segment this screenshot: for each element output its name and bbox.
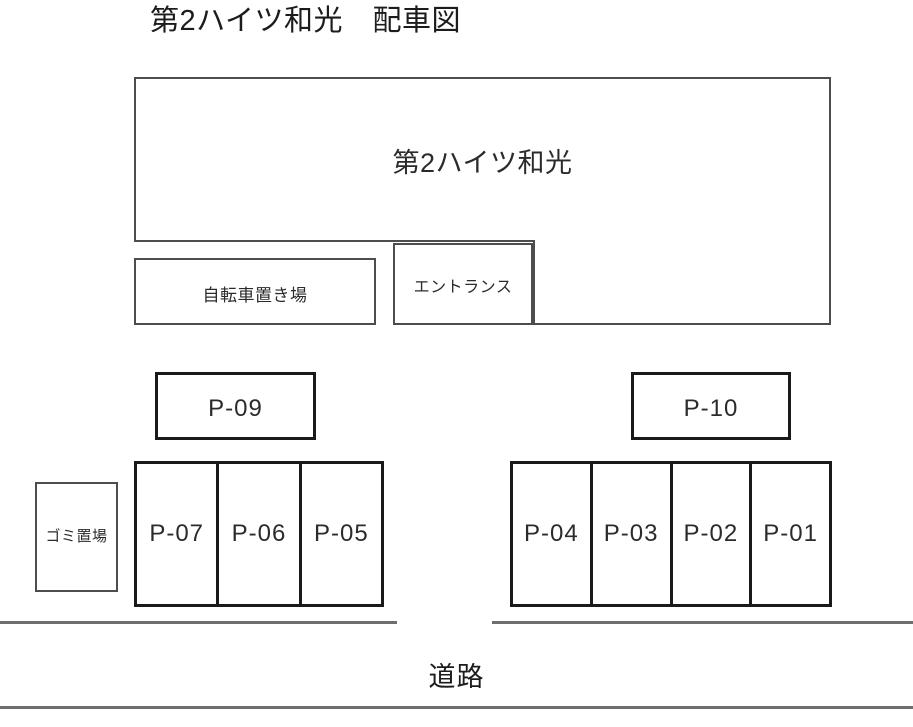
parking-stall-label: P-05 bbox=[313, 520, 369, 547]
building-outline-lower bbox=[533, 240, 831, 325]
parking-stall-p10[interactable]: P-10 bbox=[631, 372, 791, 440]
bicycle-parking-label: 自転車置き場 bbox=[202, 286, 308, 305]
road-edge-line-bottom bbox=[0, 706, 913, 709]
parking-stall-p06[interactable]: P-06 bbox=[219, 464, 302, 604]
trash-area-label: ゴミ置場 bbox=[45, 528, 108, 545]
parking-stall-label: P-01 bbox=[763, 520, 818, 547]
page-title: 第2ハイツ和光 配車図 bbox=[150, 5, 462, 37]
parking-stall-label: P-09 bbox=[208, 395, 263, 422]
bicycle-parking-area: 自転車置き場 bbox=[134, 258, 376, 325]
road-edge-line-left bbox=[0, 621, 397, 624]
parking-stall-label: P-04 bbox=[524, 520, 579, 547]
parking-stall-p07[interactable]: P-07 bbox=[137, 464, 220, 604]
parking-stall-p09[interactable]: P-09 bbox=[155, 372, 316, 440]
trash-area: ゴミ置場 bbox=[35, 482, 118, 592]
parking-stall-row-right: P-04 P-03 P-02 P-01 bbox=[510, 461, 832, 607]
road-edge-line-right bbox=[492, 621, 913, 624]
parking-stall-label: P-10 bbox=[683, 395, 739, 422]
parking-stall-p04[interactable]: P-04 bbox=[513, 464, 593, 604]
parking-stall-p02[interactable]: P-02 bbox=[673, 464, 753, 604]
parking-stall-label: P-02 bbox=[683, 520, 739, 547]
parking-stall-p01[interactable]: P-01 bbox=[752, 464, 829, 604]
parking-stall-label: P-06 bbox=[231, 520, 287, 547]
entrance-area: エントランス bbox=[393, 243, 533, 325]
parking-stall-label: P-07 bbox=[149, 520, 205, 547]
parking-stall-p05[interactable]: P-05 bbox=[302, 464, 381, 604]
road-label: 道路 bbox=[428, 662, 485, 692]
parking-stall-row-left: P-07 P-06 P-05 bbox=[134, 461, 384, 607]
building-outline-main: 第2ハイツ和光 bbox=[134, 77, 831, 242]
building-name-label: 第2ハイツ和光 bbox=[392, 148, 573, 178]
parking-stall-label: P-03 bbox=[603, 520, 659, 547]
parking-stall-p03[interactable]: P-03 bbox=[593, 464, 673, 604]
entrance-label: エントランス bbox=[413, 279, 513, 296]
